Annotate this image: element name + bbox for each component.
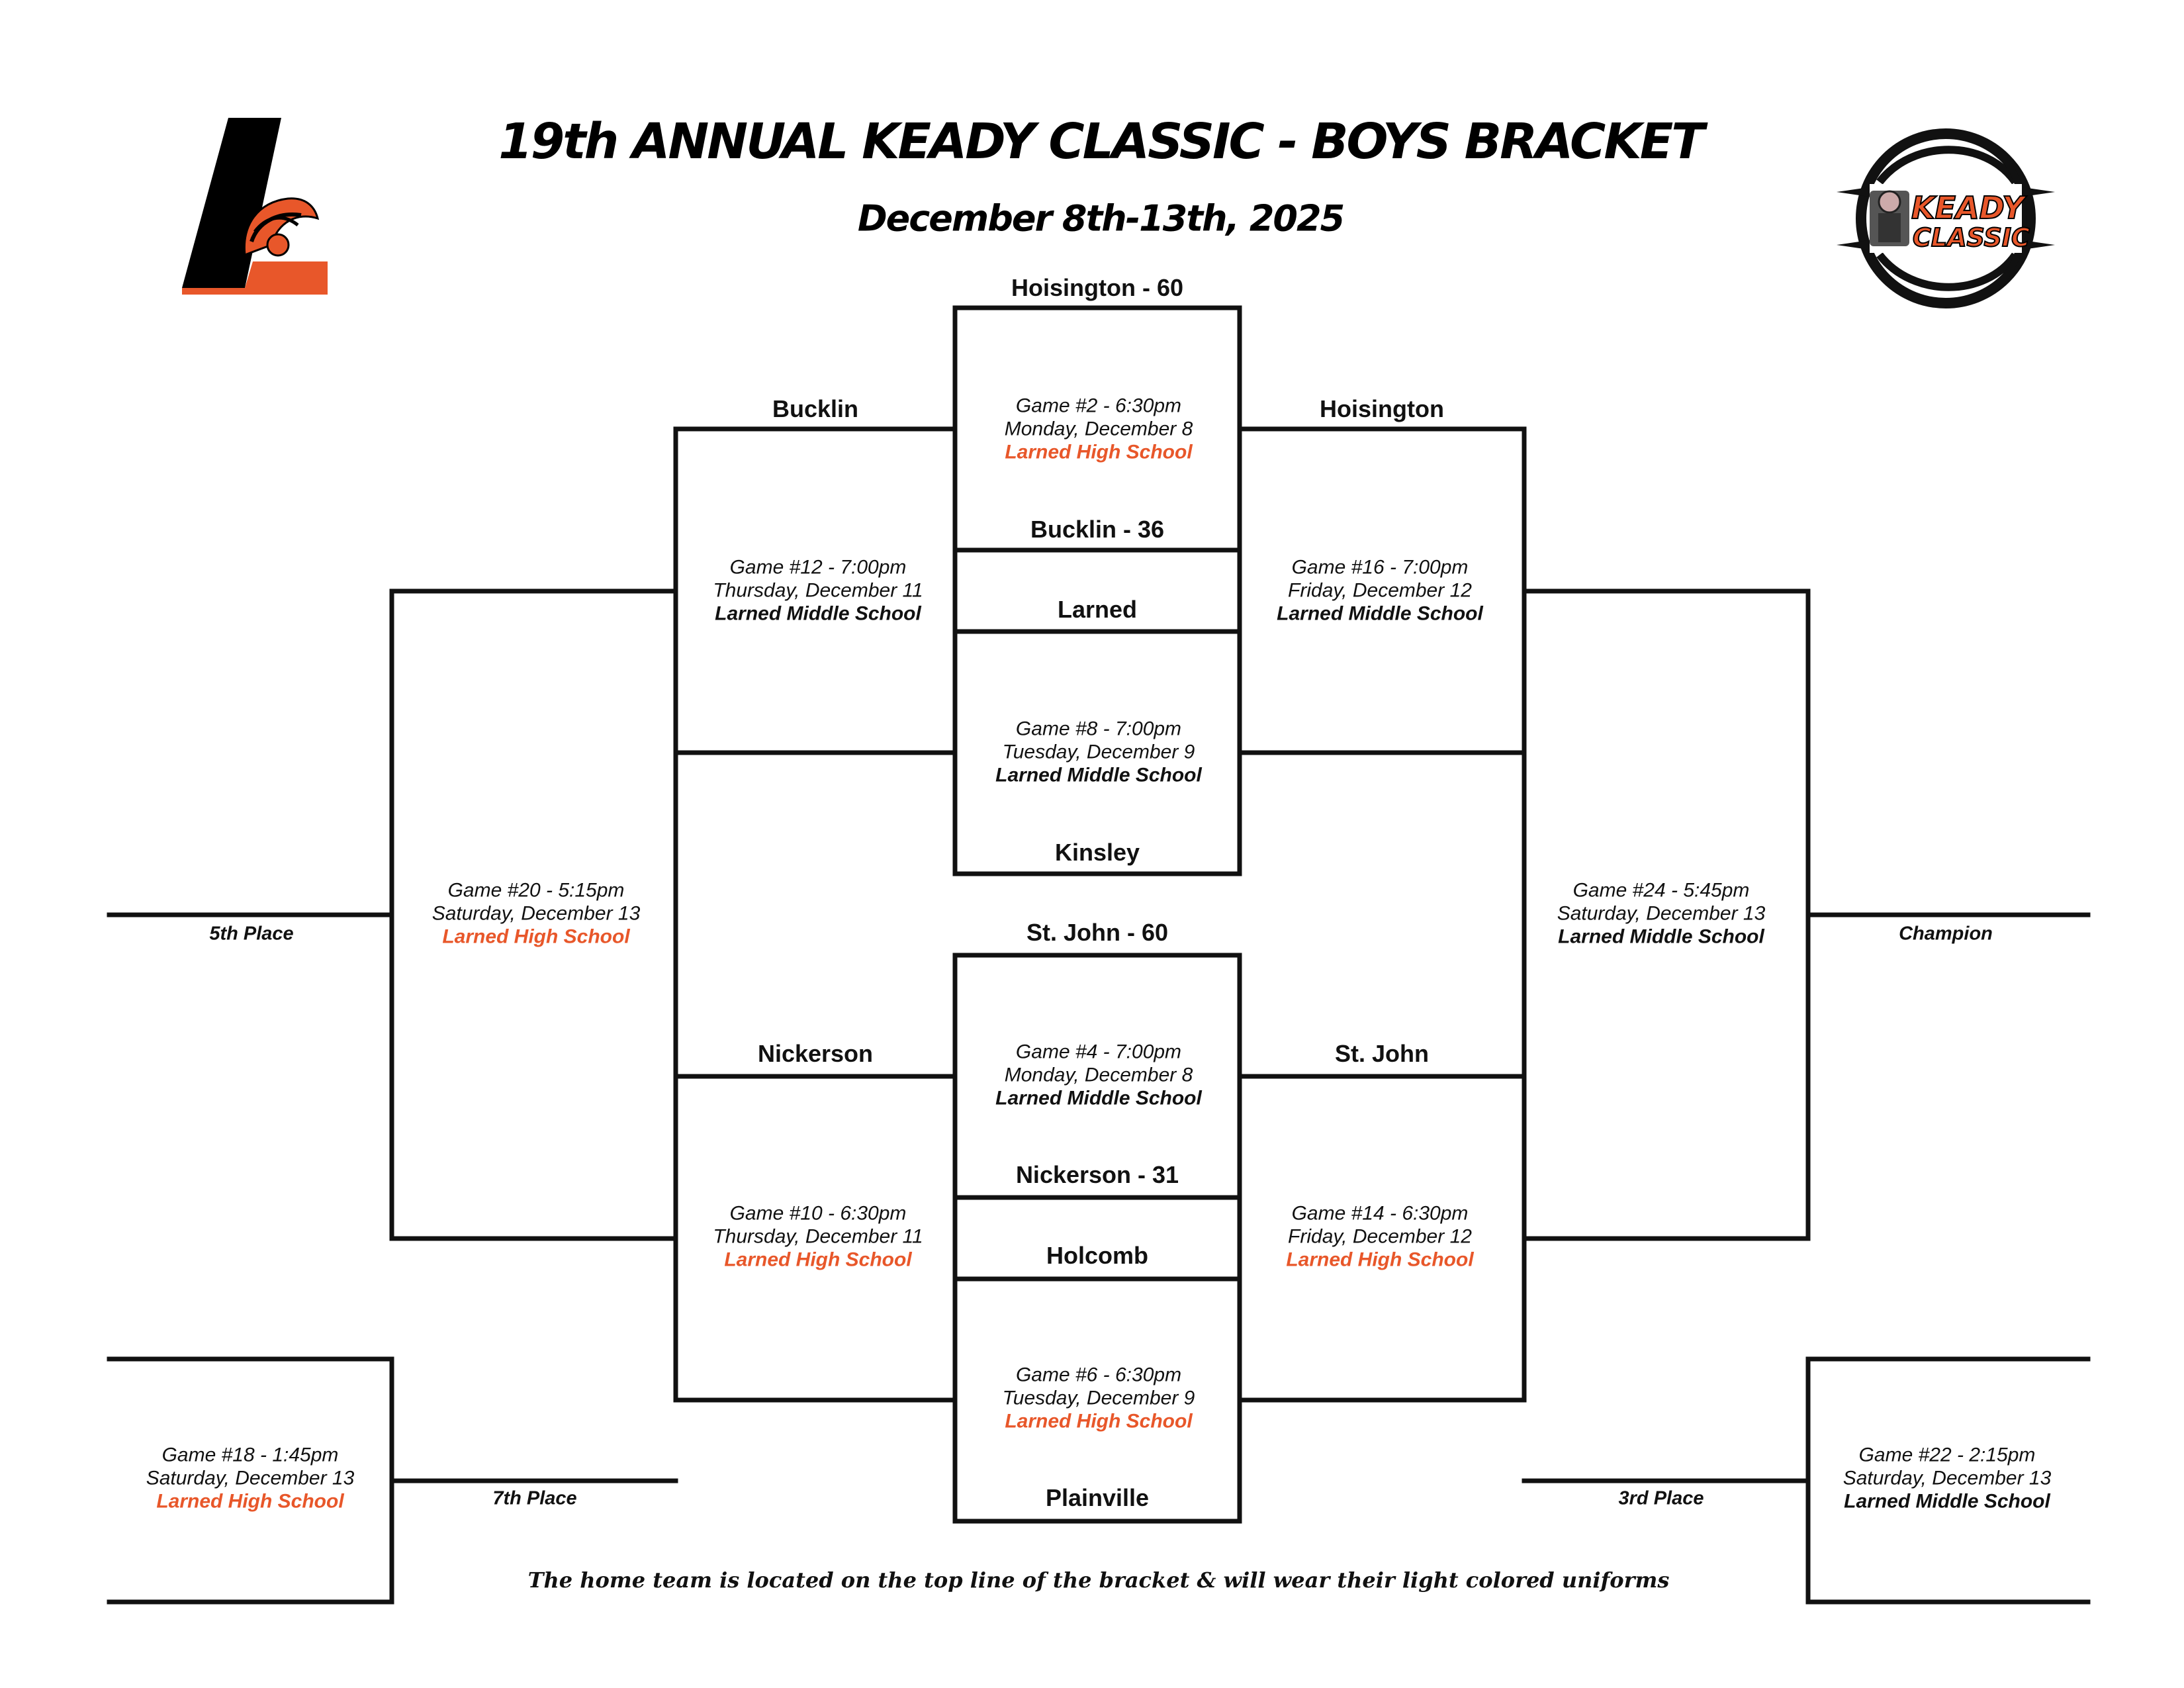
game-24-time: Game #24 - 5:45pm	[1572, 879, 1750, 902]
seventh-place-label: 7th Place	[492, 1487, 577, 1509]
fifth-place-label: 5th Place	[209, 923, 294, 945]
game-12-venue: Larned Middle School	[715, 602, 921, 625]
game-24-info: Game #24 - 5:45pm Saturday, December 13 …	[1557, 879, 1766, 949]
larned-l-logo-icon	[182, 118, 328, 295]
game-14-date: Friday, December 12	[1288, 1225, 1472, 1248]
game-12-time: Game #12 - 7:00pm	[729, 556, 907, 579]
keady-classic-basketball-logo-icon: KEADY CLASSIC	[1837, 128, 2055, 308]
game-6-date: Tuesday, December 9	[1002, 1387, 1195, 1409]
game-2-date: Monday, December 8	[1004, 418, 1193, 440]
game-4-venue: Larned Middle School	[995, 1087, 1202, 1109]
home-team-note: The home team is located on the top line…	[527, 1568, 1670, 1593]
third-place-label: 3rd Place	[1618, 1487, 1704, 1509]
team-g12-top: Bucklin	[772, 395, 859, 422]
team-g4-top: St. John - 60	[1026, 919, 1169, 946]
game-2-time: Game #2 - 6:30pm	[1015, 395, 1182, 417]
game-18-date: Saturday, December 13	[146, 1467, 355, 1489]
page-title: 19th ANNUAL KEADY CLASSIC - BOYS BRACKET	[498, 113, 1704, 170]
team-g2-top: Hoisington - 60	[1011, 274, 1183, 301]
game-20-info: Game #20 - 5:15pm Saturday, December 13 …	[432, 879, 641, 949]
game-8-date: Tuesday, December 9	[1002, 741, 1195, 763]
game-4-date: Monday, December 8	[1004, 1064, 1193, 1086]
game-8-info: Game #8 - 7:00pm Tuesday, December 9 Lar…	[995, 718, 1202, 787]
game-10-info: Game #10 - 6:30pm Thursday, December 11 …	[713, 1202, 923, 1272]
game-4-info: Game #4 - 7:00pm Monday, December 8 Larn…	[995, 1041, 1202, 1110]
game-12-info: Game #12 - 7:00pm Thursday, December 11 …	[713, 556, 923, 626]
team-g10-top: Nickerson	[757, 1040, 874, 1067]
game-22-date: Saturday, December 13	[1843, 1467, 2052, 1489]
game-10-date: Thursday, December 11	[713, 1225, 923, 1248]
champion-label: Champion	[1899, 923, 1993, 945]
svg-text:KEADY: KEADY	[1911, 190, 2027, 226]
game-20-venue: Larned High School	[442, 925, 630, 948]
team-g6-top: Holcomb	[1046, 1242, 1149, 1269]
team-g6-bottom: Plainville	[1045, 1484, 1150, 1511]
game-2-info: Game #2 - 6:30pm Monday, December 8 Larn…	[1005, 395, 1193, 464]
game-16-date: Friday, December 12	[1288, 579, 1472, 602]
page-dates: December 8th-13th, 2025	[857, 197, 1345, 240]
game-4-time: Game #4 - 7:00pm	[1015, 1041, 1182, 1063]
game-16-time: Game #16 - 7:00pm	[1291, 556, 1469, 579]
game-24-date: Saturday, December 13	[1557, 902, 1766, 925]
game-8-time: Game #8 - 7:00pm	[1015, 718, 1182, 740]
game-6-info: Game #6 - 6:30pm Tuesday, December 9 Lar…	[1003, 1364, 1195, 1433]
game-8-venue: Larned Middle School	[995, 764, 1202, 786]
game-14-info: Game #14 - 6:30pm Friday, December 12 La…	[1286, 1202, 1473, 1272]
game-20-date: Saturday, December 13	[432, 902, 641, 925]
team-g8-top: Larned	[1057, 596, 1138, 623]
game-16-info: Game #16 - 7:00pm Friday, December 12 La…	[1277, 556, 1483, 626]
svg-text:CLASSIC: CLASSIC	[1913, 223, 2030, 252]
team-g16-top: Hoisington	[1320, 395, 1444, 422]
game-6-venue: Larned High School	[1005, 1410, 1193, 1432]
game-14-time: Game #14 - 6:30pm	[1291, 1202, 1469, 1225]
game-22-info: Game #22 - 2:15pm Saturday, December 13 …	[1843, 1444, 2052, 1513]
game-22-venue: Larned Middle School	[1844, 1490, 2050, 1513]
game-2-venue: Larned High School	[1005, 441, 1193, 463]
team-g4-bottom: Nickerson - 31	[1015, 1161, 1179, 1188]
game-24-venue: Larned Middle School	[1558, 925, 1764, 948]
game-6-time: Game #6 - 6:30pm	[1015, 1364, 1182, 1386]
game-18-time: Game #18 - 1:45pm	[161, 1444, 339, 1466]
game-22-time: Game #22 - 2:15pm	[1858, 1444, 2036, 1466]
team-g2-bottom: Bucklin - 36	[1030, 516, 1165, 543]
game-20-time: Game #20 - 5:15pm	[447, 879, 625, 902]
game-12-date: Thursday, December 11	[713, 579, 923, 602]
game-10-venue: Larned High School	[724, 1248, 912, 1271]
team-g14-top: St. John	[1335, 1040, 1429, 1067]
team-g8-bottom: Kinsley	[1054, 839, 1140, 866]
game-14-venue: Larned High School	[1286, 1248, 1474, 1271]
game-18-venue: Larned High School	[156, 1490, 344, 1513]
game-16-venue: Larned Middle School	[1277, 602, 1483, 625]
game-18-info: Game #18 - 1:45pm Saturday, December 13 …	[146, 1444, 355, 1513]
game-10-time: Game #10 - 6:30pm	[729, 1202, 907, 1225]
